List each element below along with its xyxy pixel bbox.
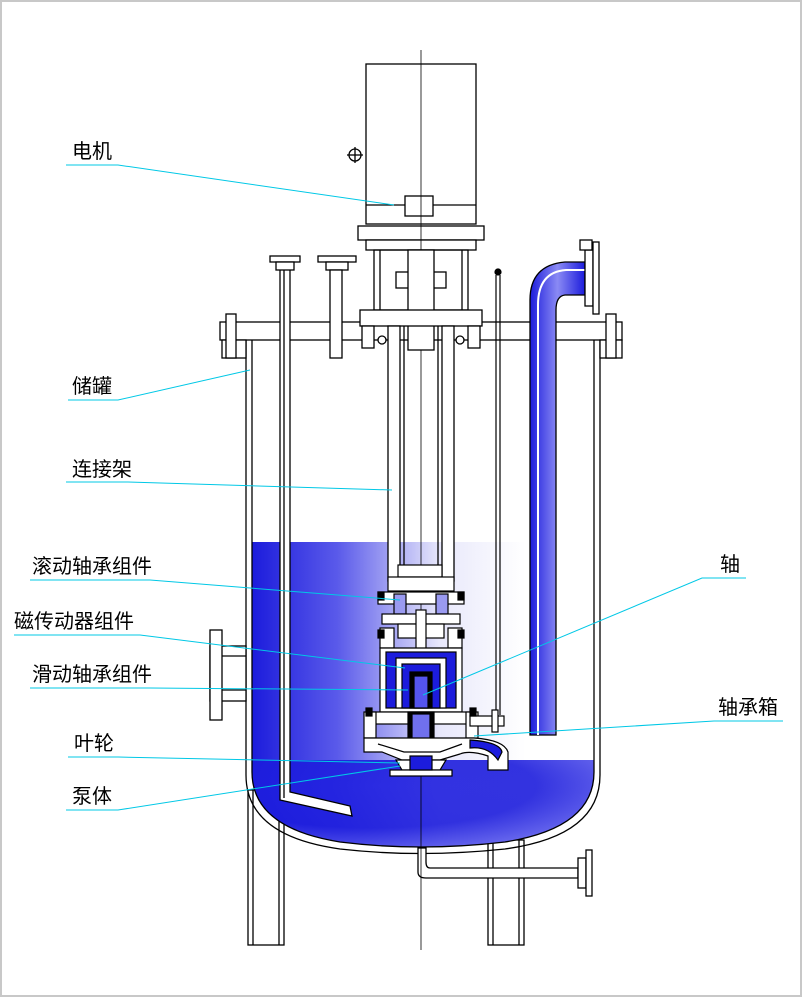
connecting-frame-part xyxy=(359,249,483,582)
leader-tank xyxy=(68,369,251,401)
liquid-bottom xyxy=(252,760,594,847)
leader-impeller xyxy=(68,756,401,764)
pump-assembly xyxy=(363,564,509,777)
level-rod xyxy=(494,268,502,715)
motor-body xyxy=(347,63,485,251)
leader-rolling-bearing xyxy=(30,579,401,601)
leader-connecting-frame xyxy=(66,481,393,491)
leader-lines xyxy=(14,164,783,811)
side-nozzle xyxy=(209,629,247,721)
label-sliding-bearing: 滑动轴承组件 xyxy=(32,662,152,686)
inlet-pipes xyxy=(269,255,357,817)
leader-pump-body xyxy=(66,765,401,811)
label-rolling-bearing: 滚动轴承组件 xyxy=(32,554,152,578)
leader-shaft xyxy=(422,577,746,696)
leader-motor xyxy=(66,164,395,206)
label-bearing-box: 轴承箱 xyxy=(718,695,778,719)
label-magnetic-drive: 磁传动器组件 xyxy=(14,609,134,633)
label-shaft: 轴 xyxy=(720,552,740,576)
label-connecting-frame: 连接架 xyxy=(72,457,132,481)
outlet-pipe xyxy=(529,239,600,736)
label-tank: 储罐 xyxy=(72,374,112,398)
leader-magnetic-drive xyxy=(14,634,406,669)
label-pump-body: 泵体 xyxy=(72,784,112,808)
label-impeller: 叶轮 xyxy=(74,731,114,755)
bottom-drain-pipe xyxy=(417,847,593,897)
leader-sliding-bearing xyxy=(30,687,409,691)
leader-bearing-box xyxy=(473,720,783,737)
label-motor: 电机 xyxy=(72,139,112,163)
tank-leg-right xyxy=(487,839,525,946)
